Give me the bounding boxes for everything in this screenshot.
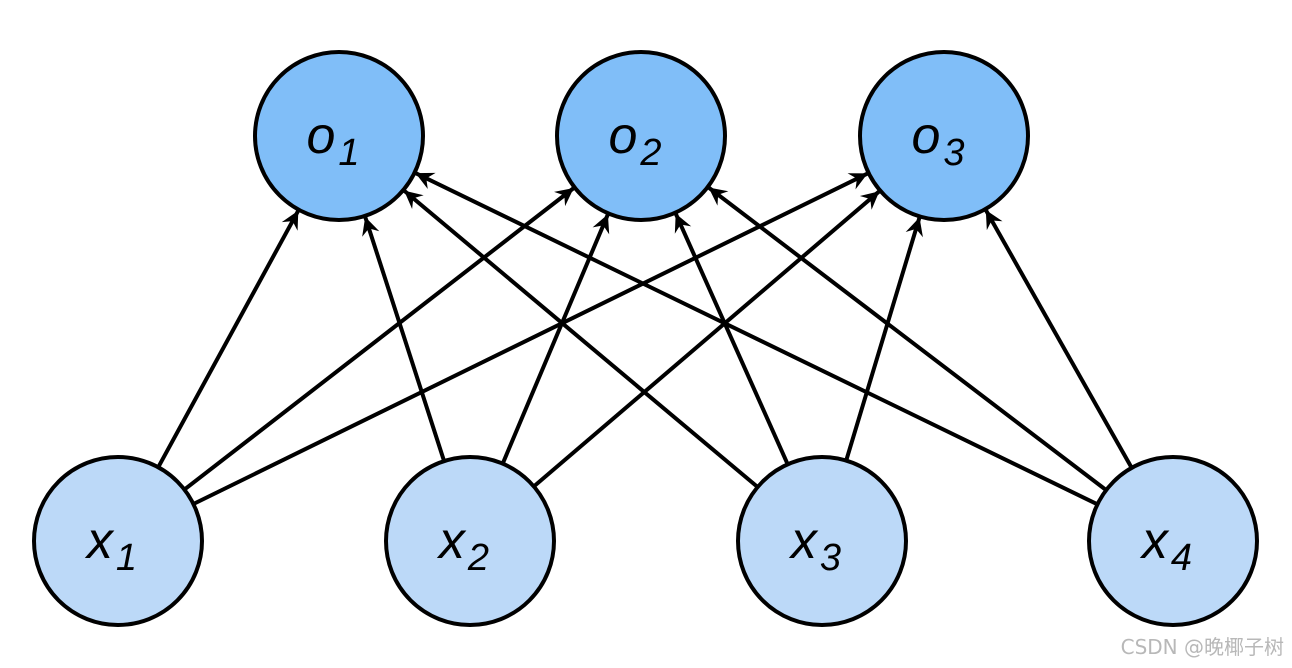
node-subscript-o2: 2 <box>639 132 661 174</box>
edge-x3-o2 <box>673 212 790 466</box>
node-label-o1: o1 <box>306 107 359 174</box>
node-symbol-x4: x <box>1139 512 1170 570</box>
node-symbol-o2: o <box>608 107 637 165</box>
edge-x1-o3 <box>192 171 869 506</box>
edge-x1-o2 <box>183 186 576 492</box>
node-x2: x2 <box>384 455 556 627</box>
node-circle-o1 <box>253 50 425 222</box>
edge-x2-o3 <box>532 189 881 488</box>
node-subscript-x3: 3 <box>820 537 841 579</box>
node-label-x3: x3 <box>788 512 841 579</box>
node-subscript-o1: 1 <box>338 132 359 174</box>
edges <box>156 171 1134 507</box>
edge-x4-o1 <box>414 171 1099 507</box>
node-subscript-x4: 4 <box>1171 537 1192 579</box>
edge-x3-o1 <box>402 189 759 489</box>
node-circle-x4 <box>1087 455 1259 627</box>
node-symbol-x3: x <box>788 512 819 570</box>
node-x1: x1 <box>32 455 204 627</box>
node-label-o2: o2 <box>608 107 661 174</box>
node-circle-o3 <box>858 50 1030 222</box>
node-circle-x3 <box>736 455 908 627</box>
node-label-x2: x2 <box>436 512 489 579</box>
node-label-x1: x1 <box>84 512 137 579</box>
edge-x3-o3 <box>844 216 923 462</box>
edge-x1-o1 <box>156 209 301 469</box>
node-subscript-x2: 2 <box>467 537 489 579</box>
node-x3: x3 <box>736 455 908 627</box>
node-symbol-x1: x <box>84 512 115 570</box>
node-o1: o1 <box>253 50 425 222</box>
node-symbol-o1: o <box>306 107 335 165</box>
edge-x4-o3 <box>984 209 1134 469</box>
node-symbol-o3: o <box>911 107 940 165</box>
node-circle-x2 <box>384 455 556 627</box>
node-label-x4: x4 <box>1139 512 1192 579</box>
watermark: CSDN @晚椰子树 <box>1120 635 1284 659</box>
edge-x2-o2 <box>500 213 610 465</box>
edge-x2-o1 <box>362 216 447 462</box>
node-circle-x1 <box>32 455 204 627</box>
node-subscript-x1: 1 <box>116 537 137 579</box>
node-circle-o2 <box>555 50 727 222</box>
node-symbol-x2: x <box>436 512 467 570</box>
node-x4: x4 <box>1087 455 1259 627</box>
node-o2: o2 <box>555 50 727 222</box>
node-label-o3: o3 <box>911 107 964 174</box>
node-subscript-o3: 3 <box>943 132 964 174</box>
node-o3: o3 <box>858 50 1030 222</box>
edge-x4-o2 <box>707 185 1108 492</box>
